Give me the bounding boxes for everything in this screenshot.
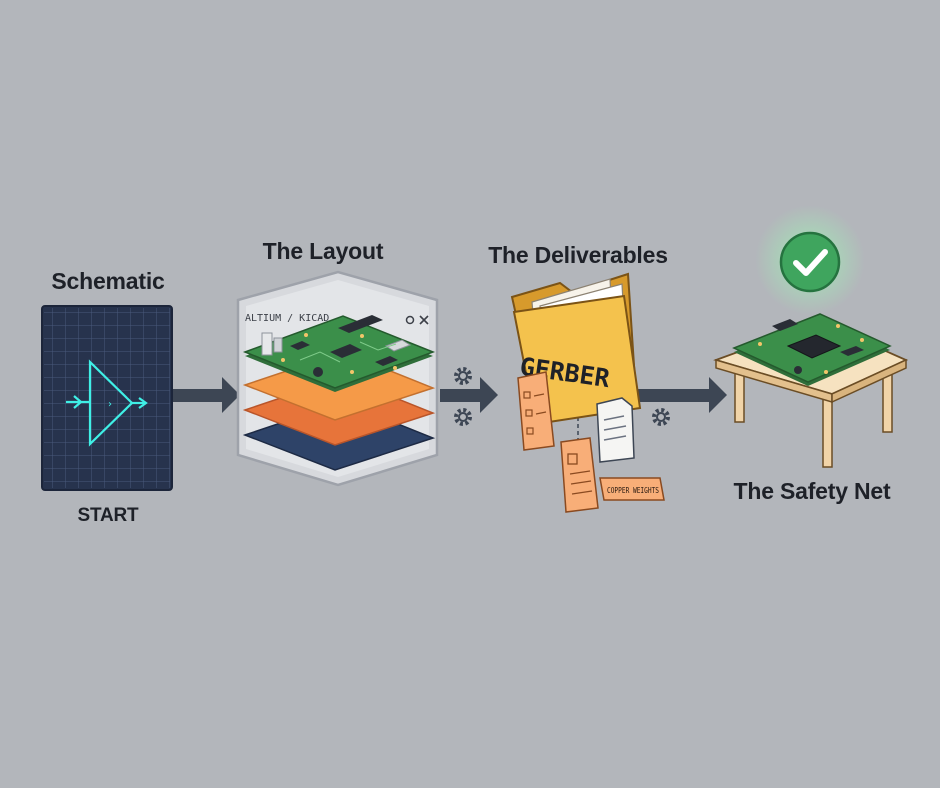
svg-text:›: › bbox=[108, 399, 112, 410]
checkmark-icon bbox=[779, 231, 841, 293]
copper-weights-tag: COPPER WEIGHTS bbox=[599, 477, 665, 501]
safety-net-pcb bbox=[732, 313, 892, 386]
start-caption: START bbox=[77, 505, 139, 526]
amplifier-symbol-icon: › bbox=[66, 359, 148, 447]
tag-label: COPPER WEIGHTS bbox=[607, 486, 659, 495]
document-icon bbox=[596, 397, 635, 463]
svg-text:COPPER WEIGHTS: COPPER WEIGHTS bbox=[607, 486, 659, 495]
schematic-panel: › bbox=[41, 305, 173, 491]
layout-pcb bbox=[242, 315, 436, 392]
layout-title: The Layout bbox=[262, 238, 384, 264]
gear-icon bbox=[652, 408, 670, 426]
layout-window: ALTIUM / KICAD bbox=[236, 270, 439, 487]
flow-arrows bbox=[170, 377, 727, 413]
gear-icon bbox=[454, 408, 472, 426]
deliverables-group: GERBER bbox=[510, 272, 665, 513]
document-icon bbox=[560, 437, 599, 513]
safety-net-group bbox=[713, 205, 909, 468]
svg-text:ALTIUM / KICAD: ALTIUM / KICAD bbox=[245, 313, 329, 324]
document-icon bbox=[517, 371, 555, 451]
window-close-icon[interactable] bbox=[419, 315, 429, 325]
safety-net-title: The Safety Net bbox=[733, 478, 891, 504]
schematic-title: Schematic bbox=[51, 268, 165, 294]
window-minimize-icon[interactable] bbox=[405, 315, 415, 325]
gear-icon bbox=[454, 367, 472, 385]
deliverables-title: The Deliverables bbox=[488, 242, 668, 268]
layout-window-title: ALTIUM / KICAD bbox=[245, 313, 329, 324]
